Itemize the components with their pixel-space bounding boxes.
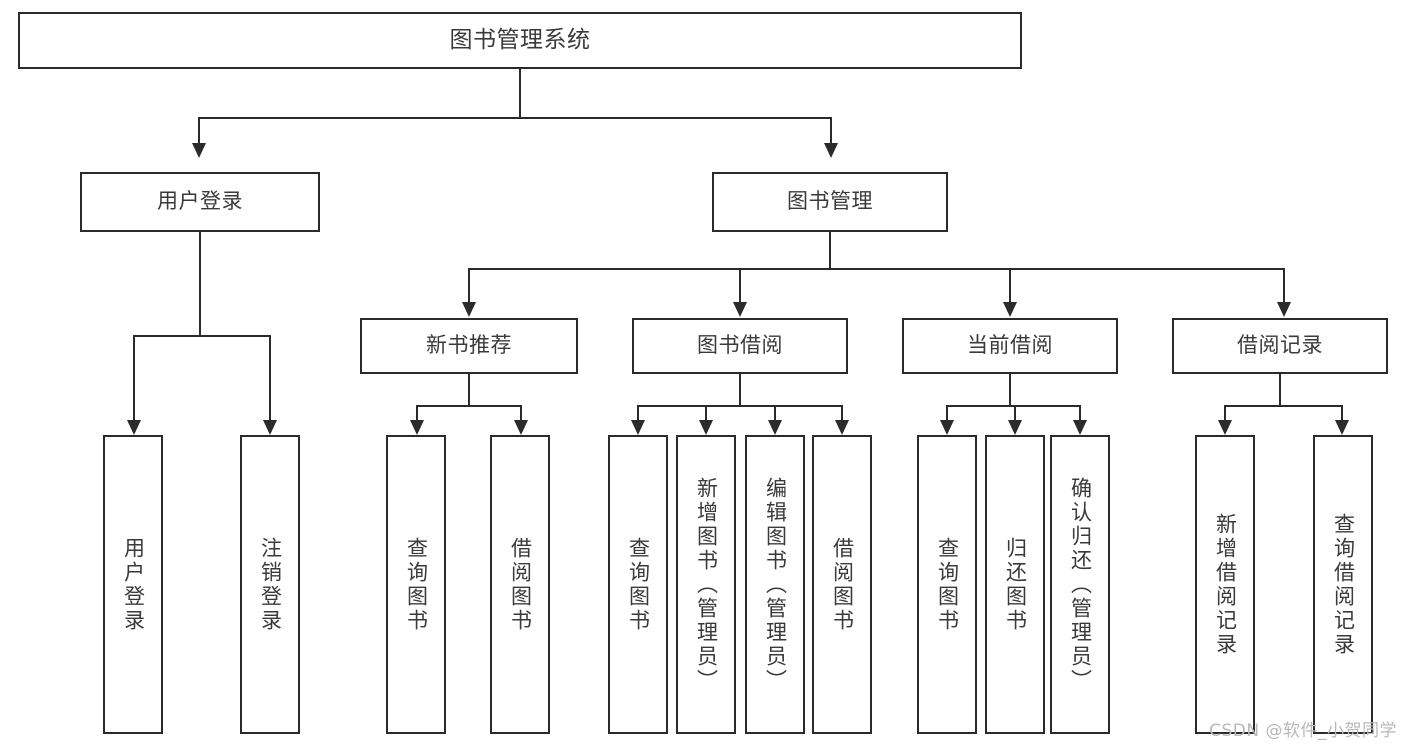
arrowhead-root-to-user-login [192,143,206,158]
arrowhead-book-borrow-leaf4 [835,420,849,435]
leaf-new-book-borrow[interactable]: 借阅图书 [490,435,550,734]
node-book-borrow[interactable]: 图书借阅 [632,318,848,374]
node-label: 用户登录 [121,536,146,633]
node-label: 新书推荐 [426,333,512,358]
connector-book-borrow-leaf1 [637,405,639,420]
connector-book-manage-c3 [1009,268,1011,302]
arrowhead-current-borrow-leaf2 [1008,420,1022,435]
connector-current-borrow-leaf1 [946,405,948,420]
arrowhead-new-book-leaf1 [410,420,424,435]
connector-current-borrow-bus [946,405,1080,407]
arrowhead-book-manage-c1 [462,302,476,317]
node-borrow-record[interactable]: 借阅记录 [1172,318,1388,374]
connector-new-book-stem [468,374,470,405]
node-user-login[interactable]: 用户登录 [80,172,320,232]
connector-user-login-leaf1 [133,335,135,420]
node-label: 借阅图书 [508,536,533,633]
node-label: 用户登录 [157,189,243,214]
connector-new-book-leaf1 [416,405,418,420]
connector-book-manage-c2 [739,268,741,302]
node-label: 新增借阅记录 [1213,512,1238,657]
arrowhead-book-manage-c2 [733,302,747,317]
leaf-borrow-record-query[interactable]: 查询借阅记录 [1313,435,1373,734]
connector-borrow-record-leaf2 [1341,405,1343,420]
leaf-current-borrow-return[interactable]: 归还图书 [985,435,1045,734]
node-label: 新增图书（管理员） [694,476,719,693]
node-label: 借阅图书 [830,536,855,633]
arrowhead-user-login-leaf2 [263,420,277,435]
leaf-book-borrow-add[interactable]: 新增图书（管理员） [676,435,736,734]
connector-book-borrow-bus [637,405,842,407]
connector-root-to-user-login [198,117,200,143]
connector-current-borrow-stem [1009,374,1011,405]
node-label: 图书管理 [787,189,873,214]
connector-root-stem [519,69,521,117]
node-label: 编辑图书（管理员） [763,476,788,693]
connector-user-login-bus [133,335,271,337]
connector-root-to-book-manage [830,117,832,143]
arrowhead-book-manage-c4 [1277,302,1291,317]
connector-book-manage-c4 [1283,268,1285,302]
connector-root-bus [198,117,832,119]
connector-book-manage-bus [468,268,1284,270]
node-label: 归还图书 [1003,536,1028,633]
connector-book-borrow-leaf4 [841,405,843,420]
connector-book-borrow-leaf2 [705,405,707,420]
connector-borrow-record-bus [1224,405,1343,407]
connector-new-book-leaf2 [520,405,522,420]
node-label: 图书管理系统 [449,26,591,53]
connector-current-borrow-leaf2 [1014,405,1016,420]
node-new-book-recommend[interactable]: 新书推荐 [360,318,578,374]
connector-book-borrow-stem [739,374,741,405]
node-label: 查询图书 [404,536,429,633]
connector-current-borrow-leaf3 [1079,405,1081,420]
leaf-book-borrow-edit[interactable]: 编辑图书（管理员） [745,435,805,734]
connector-book-manage-c1 [468,268,470,302]
leaf-current-borrow-query[interactable]: 查询图书 [917,435,977,734]
node-label: 查询图书 [935,536,960,633]
arrowhead-new-book-leaf2 [514,420,528,435]
arrowhead-borrow-record-leaf1 [1218,420,1232,435]
connector-book-borrow-leaf3 [774,405,776,420]
leaf-borrow-record-add[interactable]: 新增借阅记录 [1195,435,1255,734]
arrowhead-user-login-leaf1 [127,420,141,435]
leaf-new-book-query[interactable]: 查询图书 [386,435,446,734]
leaf-user-login-login[interactable]: 用户登录 [103,435,163,734]
arrowhead-book-borrow-leaf1 [631,420,645,435]
node-label: 图书借阅 [697,333,783,358]
node-root-system[interactable]: 图书管理系统 [18,12,1022,69]
connector-book-manage-stem [829,232,831,268]
node-label: 确认归还（管理员） [1068,476,1093,693]
csdn-watermark: CSDN @软件_小贺同学 [1209,721,1397,741]
arrowhead-current-borrow-leaf3 [1073,420,1087,435]
leaf-book-borrow-borrow[interactable]: 借阅图书 [812,435,872,734]
arrowhead-book-manage-c3 [1003,302,1017,317]
connector-user-login-leaf2 [269,335,271,420]
arrowhead-book-borrow-leaf2 [699,420,713,435]
leaf-user-login-logout[interactable]: 注销登录 [240,435,300,734]
connector-borrow-record-leaf1 [1224,405,1226,420]
node-label: 查询借阅记录 [1331,512,1356,657]
node-label: 借阅记录 [1237,333,1323,358]
node-current-borrow[interactable]: 当前借阅 [902,318,1118,374]
arrowhead-borrow-record-leaf2 [1335,420,1349,435]
connector-borrow-record-stem [1279,374,1281,405]
leaf-current-borrow-confirm-return[interactable]: 确认归还（管理员） [1050,435,1110,734]
arrowhead-root-to-book-manage [824,143,838,158]
node-label: 注销登录 [258,536,283,633]
connector-user-login-stem [199,232,201,335]
connector-new-book-bus [416,405,522,407]
node-label: 当前借阅 [967,333,1053,358]
leaf-book-borrow-query[interactable]: 查询图书 [608,435,668,734]
arrowhead-current-borrow-leaf1 [940,420,954,435]
node-book-management[interactable]: 图书管理 [712,172,948,232]
node-label: 查询图书 [626,536,651,633]
arrowhead-book-borrow-leaf3 [768,420,782,435]
